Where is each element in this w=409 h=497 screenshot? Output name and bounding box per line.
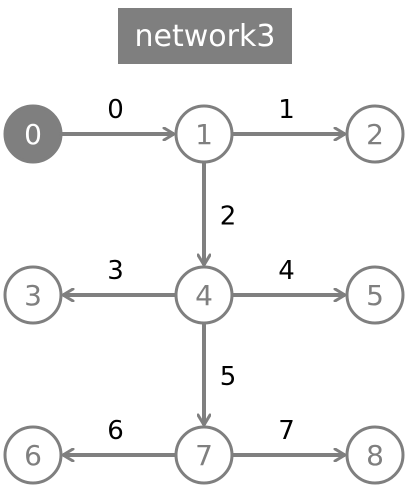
node-5: 5: [345, 265, 405, 325]
node-circle: [345, 265, 405, 325]
node-label: 2: [366, 118, 384, 151]
node-1: 1: [174, 104, 234, 164]
diagram-title: network3: [118, 8, 292, 64]
nodes-layer: 0 1 2 3 4 5 6 7 8: [3, 104, 405, 485]
node-label: 7: [195, 439, 213, 472]
node-7: 7: [174, 425, 234, 485]
edge-label: 2: [220, 202, 237, 232]
edge-label: 1: [278, 95, 295, 125]
node-circle: [345, 425, 405, 485]
node-0: 0: [3, 104, 63, 164]
edge-label: 0: [107, 95, 124, 125]
edge-label: 4: [278, 256, 295, 286]
node-label: 4: [195, 279, 213, 312]
node-label: 6: [24, 439, 42, 472]
node-4: 4: [174, 265, 234, 325]
node-circle: [3, 265, 63, 325]
node-circle: [174, 425, 234, 485]
edge-label: 5: [220, 362, 237, 392]
edges-layer: 0 1 2 3 4 5 6 7: [61, 95, 345, 455]
node-label: 3: [24, 279, 42, 312]
node-8: 8: [345, 425, 405, 485]
node-circle: [174, 265, 234, 325]
node-circle: [3, 104, 63, 164]
node-circle: [174, 104, 234, 164]
node-6: 6: [3, 425, 63, 485]
node-3: 3: [3, 265, 63, 325]
node-label: 1: [195, 118, 213, 151]
node-circle: [345, 104, 405, 164]
node-label: 8: [366, 439, 384, 472]
edge-label: 3: [107, 256, 124, 286]
node-label: 5: [366, 279, 384, 312]
node-label: 0: [24, 118, 42, 151]
node-circle: [3, 425, 63, 485]
edge-label: 7: [278, 416, 295, 446]
node-2: 2: [345, 104, 405, 164]
edge-label: 6: [107, 416, 124, 446]
